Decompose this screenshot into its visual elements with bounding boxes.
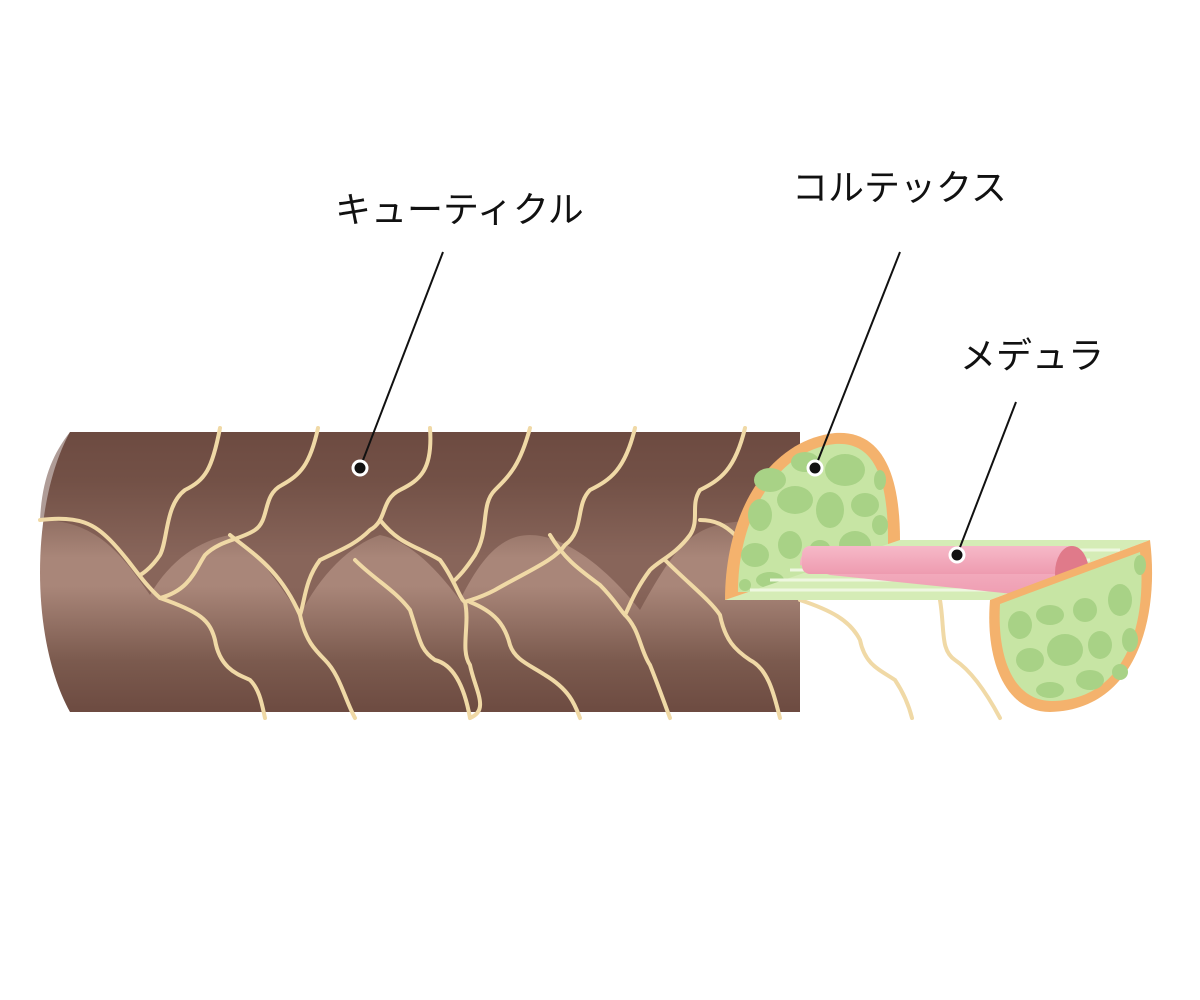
medulla-label: メデュラ [960,336,1104,377]
cortex-cells-lower [1008,555,1146,698]
scale-edge [353,558,472,720]
leader-lines [359,251,1017,556]
leader-dots [351,459,966,564]
cortex-leader-line [814,251,901,469]
scale-edge [138,426,222,577]
scale-edge [453,426,532,582]
cuticle-scale-lines [38,426,1002,720]
scale-edge [623,426,747,617]
scale-edge [663,558,782,720]
scale-edge [698,518,737,537]
scale-edge [938,598,1002,720]
scale-edge [463,426,637,604]
scale-edge [298,426,433,617]
cortex-label: コルテックス [792,168,1007,209]
medulla-dot [948,546,966,564]
scale-edge [468,600,582,720]
cuticle-leader-line [359,251,444,469]
scale-edge [38,516,267,720]
scale-edge [798,598,914,720]
scale-edge [158,426,320,600]
cortex-section-lower [989,540,1153,712]
scale-edge [228,533,357,720]
medulla-leader-line [956,401,1017,556]
cuticle-dot [351,459,369,477]
scale-edge [548,533,672,720]
cuticle-label: キューティクル [335,190,584,231]
cortex-dot [806,459,824,477]
scale-edge [378,518,482,720]
